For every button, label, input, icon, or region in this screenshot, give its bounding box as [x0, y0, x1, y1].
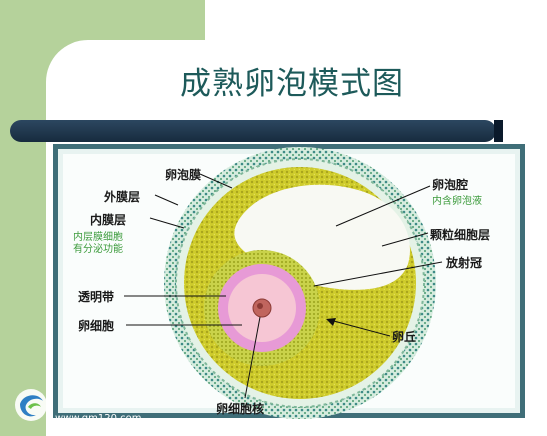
label-theca-interna-note-2: 有分泌功能 [73, 244, 123, 255]
leader-corona [313, 261, 443, 287]
label-antrum-note: 内含卵泡液 [432, 196, 482, 207]
slide-title: 成熟卵泡模式图 [180, 66, 404, 102]
label-oocyte: 卵细胞 [78, 319, 115, 333]
nucleolus [257, 303, 263, 309]
watermark-logo-icon [15, 389, 47, 421]
label-theca-interna-note-1: 内层膜细胞 [73, 232, 123, 243]
leader-theca-externa [154, 194, 179, 206]
leader-antrum [335, 185, 431, 227]
label-antrum: 卵泡腔 [432, 178, 469, 192]
label-zona-pellucida: 透明带 [78, 290, 115, 304]
label-theca-interna: 内膜层 [90, 213, 127, 227]
label-corona-radiata: 放射冠 [446, 256, 483, 270]
leader-nucleus [244, 316, 261, 399]
theca-interna-stripe [175, 158, 425, 408]
leader-theca-interna [149, 217, 185, 229]
cumulus-arrowhead [326, 318, 336, 326]
title-underline-bar [10, 120, 496, 142]
label-granulosa: 颗粒细胞层 [430, 228, 491, 242]
green-side-strip [0, 0, 46, 436]
label-follicle-membrane: 卵泡膜 [165, 168, 202, 182]
leader-follicle-membrane [199, 173, 233, 189]
label-cumulus: 卵丘 [392, 330, 417, 344]
label-nucleus: 卵细胞核 [216, 402, 265, 416]
label-theca-externa: 外膜层 [104, 190, 141, 204]
leader-granulosa [381, 232, 429, 247]
watermark-url: www.gm120.com [55, 413, 142, 424]
title-bar-end-cap [494, 120, 503, 142]
leader-cumulus [329, 319, 391, 337]
